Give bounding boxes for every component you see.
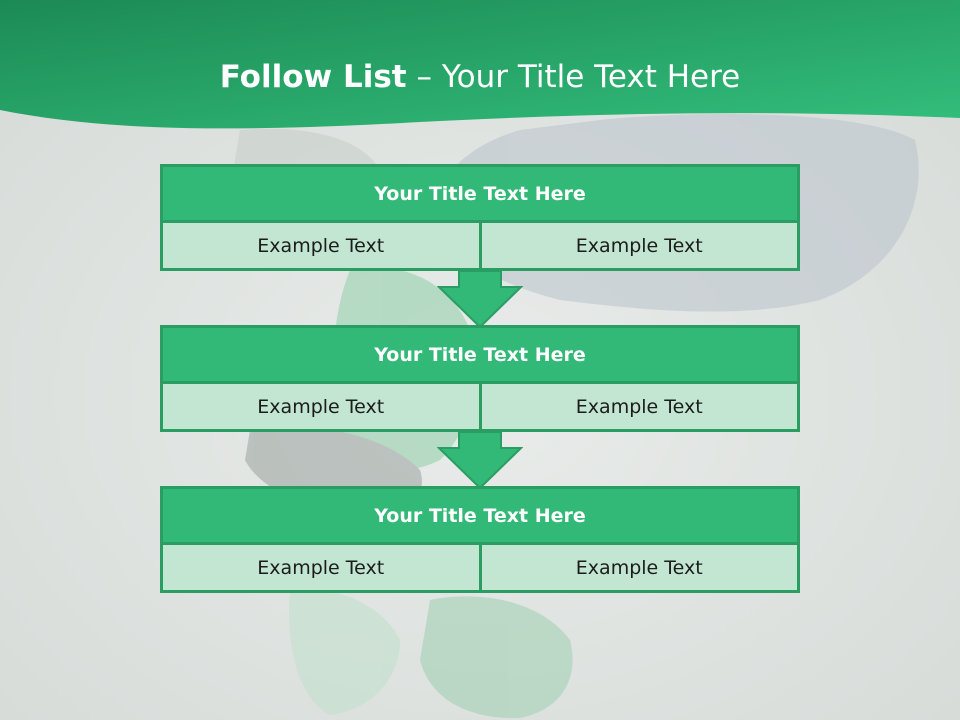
list-block-1: Your Title Text Here Example Text Exampl… <box>160 164 800 271</box>
down-arrow-2 <box>437 432 523 490</box>
block-cell-left: Example Text <box>257 395 385 418</box>
list-block-3: Your Title Text Here Example Text Exampl… <box>160 486 800 593</box>
title-bold-part: Follow List <box>219 59 407 95</box>
block-cell-left: Example Text <box>257 234 385 257</box>
title-rest-part: – Your Title Text Here <box>416 59 741 95</box>
block-row: Example Text Example Text <box>163 545 797 590</box>
list-block-2: Your Title Text Here Example Text Exampl… <box>160 325 800 432</box>
block-cell-right: Example Text <box>478 545 798 590</box>
block-row: Example Text Example Text <box>163 223 797 268</box>
block-title: Your Title Text Here <box>163 167 797 223</box>
header-wave <box>0 0 960 129</box>
slide-title: Follow List – Your Title Text Here <box>0 52 960 102</box>
block-title: Your Title Text Here <box>163 489 797 545</box>
block-title: Your Title Text Here <box>163 328 797 384</box>
down-arrow-1 <box>437 271 523 329</box>
block-row: Example Text Example Text <box>163 384 797 429</box>
block-cell-right: Example Text <box>478 223 798 268</box>
block-cell-right: Example Text <box>478 384 798 429</box>
block-cell-left: Example Text <box>257 556 385 579</box>
